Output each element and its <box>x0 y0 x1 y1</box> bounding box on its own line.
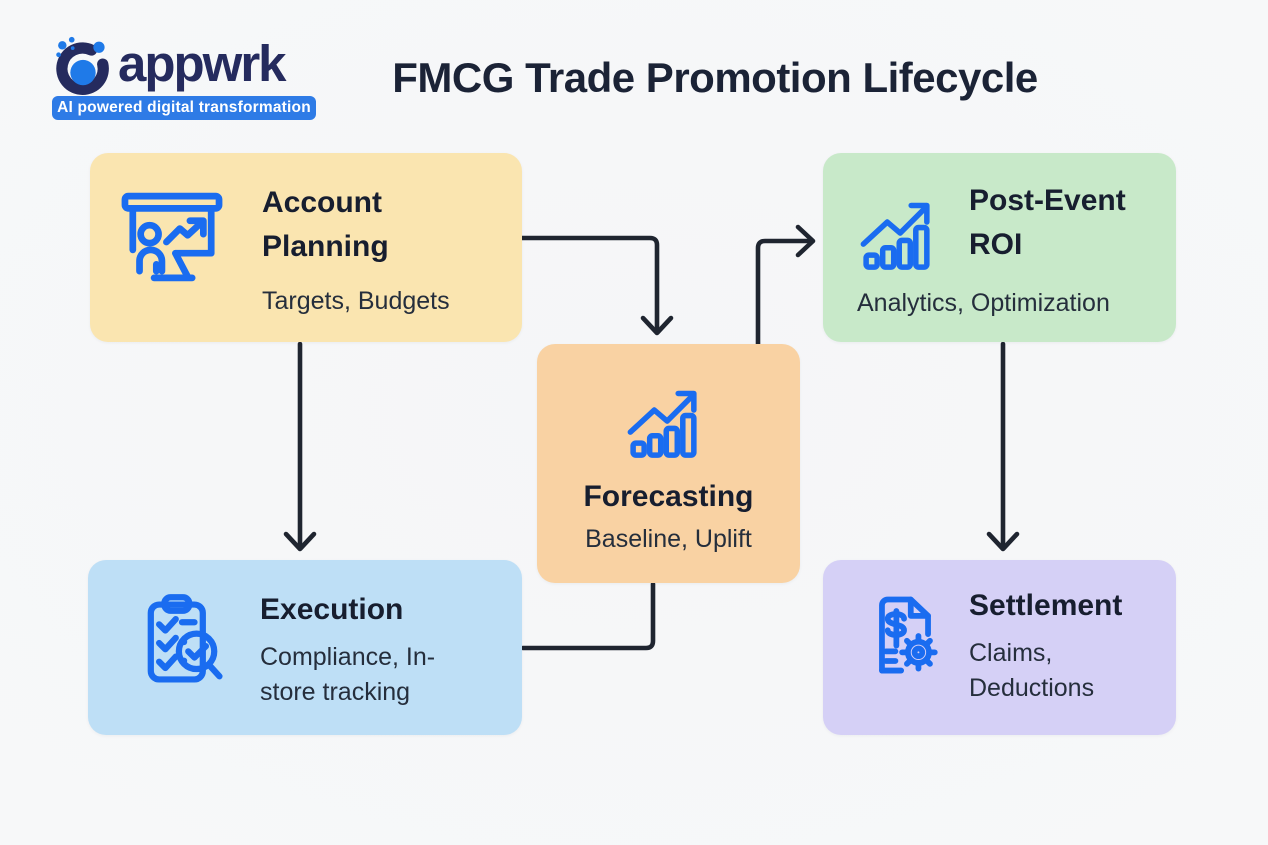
logo-small-dot-2 <box>68 36 75 43</box>
node-forecasting: Forecasting Baseline, Uplift <box>537 344 800 583</box>
node-title-post-event-roi: Post-Event ROI <box>969 184 1126 261</box>
appwrk-logo-icon <box>52 34 114 98</box>
node-subtitle-post-event-roi: Analytics, Optimization <box>857 289 1110 317</box>
trend-bar-chart-icon <box>623 376 715 468</box>
presentation-chart-icon <box>116 186 228 298</box>
page-title: FMCG Trade Promotion Lifecycle <box>392 54 1038 101</box>
node-title-execution: Execution <box>260 593 404 626</box>
arrowhead-down-execution <box>283 531 317 552</box>
node-account-planning: Account Planning Targets, Budgets <box>90 153 522 342</box>
logo-swirl <box>56 42 109 95</box>
node-subtitle-execution: Compliance, In-store tracking <box>260 643 436 706</box>
brand-name: appwrk <box>118 34 287 92</box>
logo-tagline-badge: AI powered digital transformation <box>52 96 316 120</box>
node-execution: Execution Compliance, In-store tracking <box>88 560 522 735</box>
edge-forecasting-to-execution <box>520 581 656 651</box>
node-subtitle-account-planning: Targets, Budgets <box>262 287 450 315</box>
node-title-settlement: Settlement <box>969 589 1123 622</box>
arrowhead-down-settlement <box>986 531 1020 552</box>
logo-small-dot-4 <box>70 46 75 51</box>
node-post-event-roi: Post-Event ROI Analytics, Optimization <box>823 153 1176 342</box>
trend-bar-chart-icon <box>856 188 948 280</box>
logo-small-dot-3 <box>56 52 61 58</box>
logo-gap-dot <box>93 41 105 53</box>
edge-forecasting-to-post-event-roi <box>755 238 813 347</box>
node-subtitle-forecasting: Baseline, Uplift <box>585 525 752 553</box>
node-subtitle-settlement: Claims, Deductions <box>969 639 1095 702</box>
node-title-account-planning: Account Planning <box>262 186 389 263</box>
node-settlement: Settlement Claims, Deductions <box>823 560 1176 735</box>
logo-small-dot-1 <box>58 41 67 50</box>
arrowhead-down-forecasting <box>640 315 674 336</box>
invoice-gear-icon <box>857 584 953 688</box>
clipboard-check-icon <box>130 586 234 698</box>
node-title-forecasting: Forecasting <box>583 480 754 513</box>
logo: appwrk AI powered digital transformation <box>52 34 316 120</box>
logo-center-dot <box>70 59 96 86</box>
arrowhead-right-post-event-roi <box>795 224 816 258</box>
edge-account-planning-to-forecasting <box>519 235 660 333</box>
